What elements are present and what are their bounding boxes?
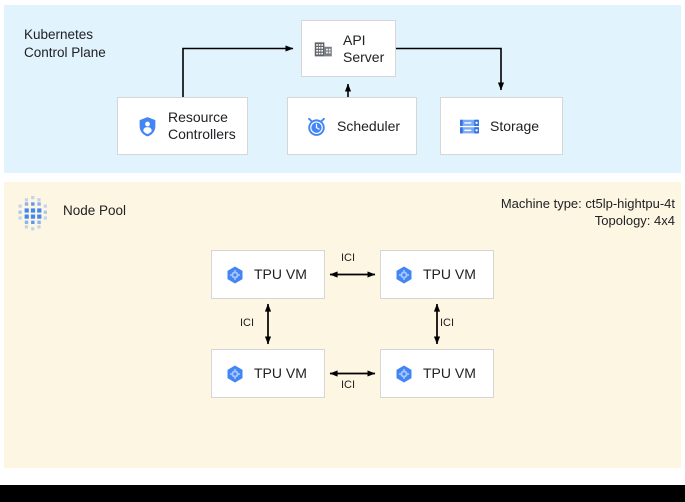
- node-tpu-vm-3[interactable]: TPU VM: [380, 349, 494, 398]
- tpu-hexagon-icon: [225, 265, 245, 285]
- node-scheduler-label: Scheduler: [337, 117, 401, 134]
- node-tpu-vm-2[interactable]: TPU VM: [211, 349, 325, 398]
- node-scheduler[interactable]: Scheduler: [287, 97, 417, 155]
- bottom-bar: [0, 485, 685, 502]
- building-icon: [313, 38, 334, 59]
- server-rack-icon: [458, 115, 481, 138]
- node-tpu-vm-1-label: TPU VM: [423, 266, 476, 282]
- node-api-server-label: API Server: [343, 31, 385, 65]
- node-storage-label: Storage: [490, 117, 540, 134]
- control-plane-title: Kubernetes Control Plane: [24, 27, 106, 60]
- node-api-server[interactable]: API Server: [301, 20, 396, 77]
- node-pool-dots-icon: [13, 193, 53, 233]
- alarm-clock-icon: [305, 115, 328, 138]
- node-storage[interactable]: Storage: [440, 97, 563, 155]
- ici-label-right: ICI: [440, 317, 455, 329]
- node-resource-controllers[interactable]: Resource Controllers: [117, 97, 248, 155]
- node-tpu-vm-3-label: TPU VM: [423, 365, 476, 381]
- ici-label-bottom: ICI: [341, 379, 356, 391]
- node-tpu-vm-2-label: TPU VM: [254, 365, 307, 381]
- topology-text: Topology: 4x4: [594, 213, 675, 228]
- tpu-hexagon-icon: [394, 364, 414, 384]
- node-pool-region: [4, 182, 681, 468]
- tpu-hexagon-icon: [394, 265, 414, 285]
- tpu-hexagon-icon: [225, 364, 245, 384]
- machine-info: Machine type: ct5lp-hightpu-4t Topology:…: [501, 195, 675, 229]
- node-pool-title: Node Pool: [63, 203, 127, 218]
- machine-type-text: Machine type: ct5lp-hightpu-4t: [500, 196, 675, 211]
- node-tpu-vm-1[interactable]: TPU VM: [380, 250, 494, 299]
- ici-label-left: ICI: [240, 317, 255, 329]
- shield-person-icon: [136, 115, 159, 138]
- node-tpu-vm-0-label: TPU VM: [254, 266, 307, 282]
- ici-label-top: ICI: [341, 252, 356, 264]
- node-tpu-vm-0[interactable]: TPU VM: [211, 250, 325, 299]
- node-resource-controllers-label: Resource Controllers: [168, 109, 236, 142]
